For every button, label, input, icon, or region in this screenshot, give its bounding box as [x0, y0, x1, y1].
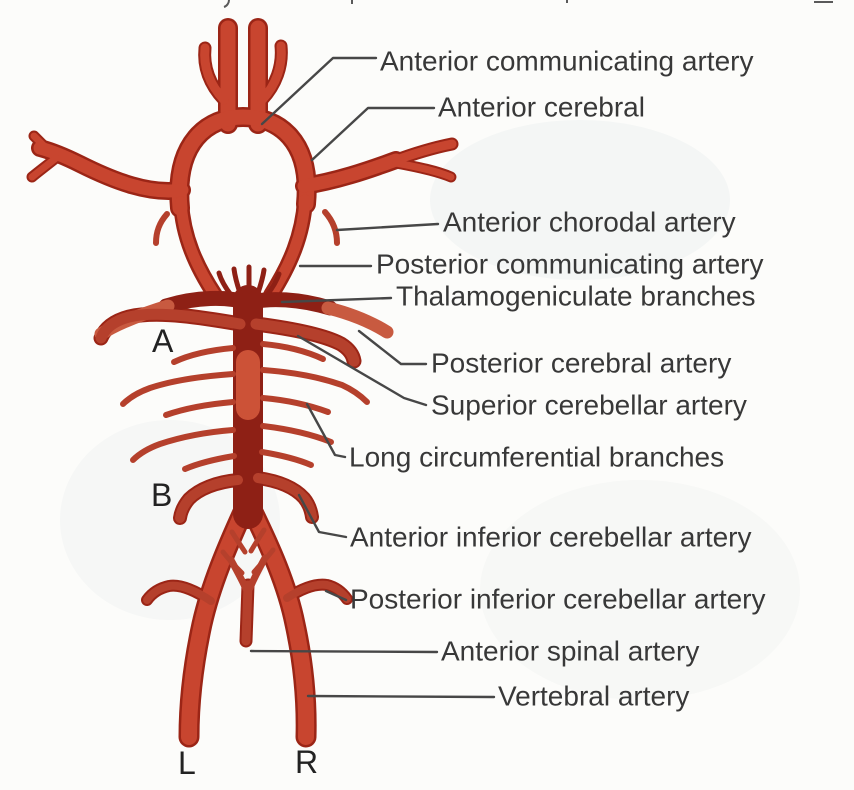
label-anterior-chorodal-artery: Anterior chorodal artery: [443, 206, 736, 237]
leader-superior-cerebellar-artery: [296, 334, 428, 407]
label-posterior-communicating-artery: Posterior communicating artery: [376, 248, 763, 279]
leader-anterior-chorodal-artery: [335, 222, 440, 232]
posterior-inferior-cerebellar-artery-right-vessel: [283, 580, 351, 603]
label-thalamogeniculate-branches: Thalamogeniculate branches: [396, 280, 756, 311]
posterior-cerebral-p2-right-vessel: [321, 301, 394, 339]
leader-anterior-inferior-cerebellar-artery: [297, 493, 348, 539]
frontal-branch-right-vessel: [257, 41, 286, 105]
label-posterior-inferior-cerebellar-artery: Posterior inferior cerebellar artery: [350, 583, 766, 614]
thalamogeniculate-branch-vessels: [216, 264, 282, 298]
posterior-communicating-artery-right-vessel: [265, 194, 311, 301]
superior-cerebellar-artery-right-vessel: [250, 318, 360, 367]
leader-lines: [249, 56, 496, 699]
cerebellar-and-pontine-branches: [95, 209, 370, 646]
circle-of-willis-arc-vessel: [171, 109, 315, 216]
marker-b: B: [151, 477, 172, 513]
middle-cerebral-fork-right-lower: [392, 159, 455, 181]
leader-anterior-spinal-artery: [249, 649, 439, 654]
label-vertebral-artery: Vertebral artery: [498, 680, 689, 711]
label-anterior-inferior-cerebellar-artery: Anterior inferior cerebellar artery: [350, 521, 752, 552]
leader-thalamogeniculate-branches: [280, 296, 393, 304]
leader-anterior-cerebral: [310, 106, 436, 162]
circle-of-willis-vessels: [28, 20, 457, 301]
anterior-choroidal-twig-vessels: [153, 209, 340, 246]
label-long-circumferential-branches: Long circumferential branches: [349, 441, 724, 472]
label-anterior-spinal-artery: Anterior spinal artery: [441, 635, 699, 666]
posterior-inferior-cerebellar-artery-left-vessel: [143, 581, 215, 605]
label-anterior-communicating-artery: Anterior communicating artery: [380, 45, 753, 76]
vertebral-arteries: [181, 504, 315, 745]
labels: Anterior communicating artery Anterior c…: [349, 45, 766, 711]
middle-cerebral-fork-right-upper: [389, 139, 457, 166]
marker-right: R: [295, 744, 318, 780]
middle-cerebral-fork-left-lower: [28, 154, 60, 181]
marker-a: A: [152, 323, 174, 359]
leader-vertebral-artery: [306, 694, 496, 699]
pontine-long-circumferential-branch-vessels: [120, 341, 370, 472]
leader-long-circumferential-branches: [305, 402, 347, 459]
frontal-branch-left-vessel: [200, 43, 229, 105]
marker-letters: A B L R: [151, 323, 318, 781]
marker-left: L: [178, 745, 196, 781]
leader-posterior-cerebral-artery: [357, 329, 428, 366]
vertebral-artery-left-vessel: [181, 504, 251, 745]
leader-anterior-communicating-artery: [260, 56, 378, 126]
anterior-inferior-cerebellar-artery-left-vessel: [175, 475, 243, 523]
label-anterior-cerebral: Anterior cerebral: [438, 91, 645, 122]
superior-cerebellar-artery-left-vessel: [95, 308, 246, 344]
medullary-twig-vessels: [220, 527, 276, 576]
vertebral-artery-right-vessel: [245, 504, 315, 745]
label-superior-cerebellar-artery: Superior cerebellar artery: [431, 389, 747, 420]
leader-posterior-inferior-cerebellar-artery: [324, 589, 348, 602]
posterior-communicating-artery-left-vessel: [175, 196, 221, 301]
cropped-text-remnants: [223, 0, 833, 8]
middle-cerebral-fork-left-upper: [30, 132, 52, 154]
anterior-inferior-cerebellar-artery-right-vessel: [253, 473, 317, 522]
middle-cerebral-artery-left-vessel: [33, 141, 189, 198]
label-posterior-cerebral-artery: Posterior cerebral artery: [431, 347, 731, 378]
middle-cerebral-artery-right-vessel: [297, 153, 403, 193]
